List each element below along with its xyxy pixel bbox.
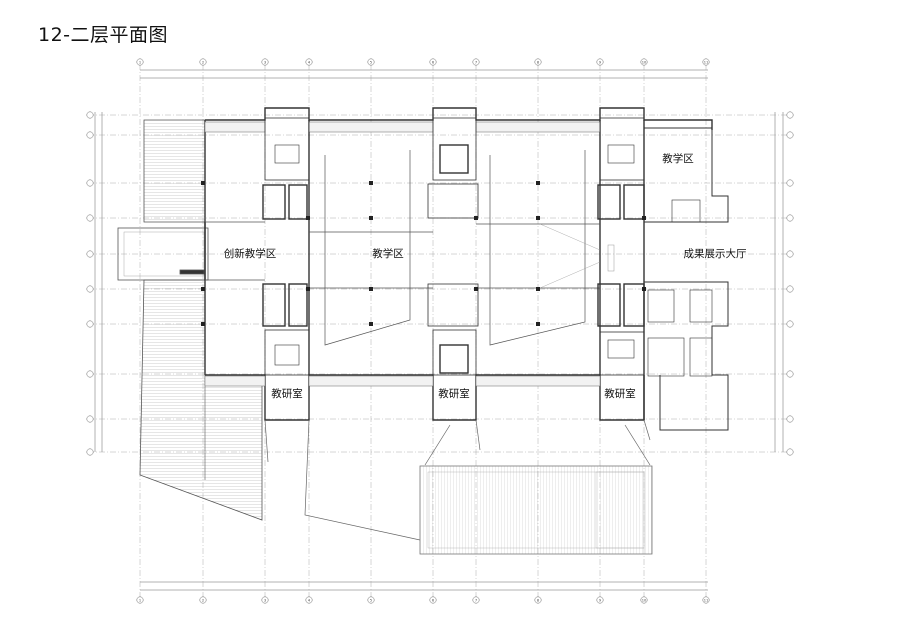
- grid-label-column: 11: [704, 61, 709, 65]
- grid-label-column: 8: [537, 61, 540, 65]
- room-label-innovation-teaching: 创新教学区: [224, 247, 277, 260]
- grid-label-column: 1: [139, 599, 141, 603]
- grid-label-column: 10: [642, 61, 647, 65]
- grid-bubbles-bottom: [136, 596, 710, 604]
- grid-label-column: 3: [264, 61, 266, 65]
- west-terrace: [139, 119, 263, 521]
- grid-label-column: 6: [432, 61, 435, 65]
- grid-label-column: 9: [599, 599, 602, 603]
- grid-label-column: 1: [139, 61, 141, 65]
- grid-label-column: 10: [642, 599, 647, 603]
- core-east: [597, 117, 645, 376]
- room-label-exhibition-hall: 成果展示大厅: [684, 247, 747, 260]
- grid-label-column: 2: [202, 599, 204, 603]
- grid-label-column: 4: [308, 599, 311, 603]
- grid-label-column: 8: [537, 599, 540, 603]
- dimension-lines: [94, 69, 784, 591]
- core-west: [262, 117, 310, 376]
- room-label-research-middle: 教研室: [438, 387, 470, 400]
- room-label-teaching-center: 教学区: [372, 247, 404, 260]
- room-label-research-east: 教研室: [604, 387, 636, 400]
- grid-label-column: 6: [432, 599, 435, 603]
- drawing-title: 12-二层平面图: [38, 24, 169, 46]
- grid-label-column: 9: [599, 61, 602, 65]
- grid-label-column: 7: [475, 61, 477, 65]
- grid-bubbles-right: [786, 111, 794, 456]
- grid-bubbles-left: [86, 111, 94, 456]
- grid-bubbles-top: [136, 58, 710, 66]
- east-wing: [607, 127, 729, 431]
- grid-label-column: 2: [202, 61, 204, 65]
- south-canopies: [264, 419, 651, 541]
- glass-atrium: [419, 465, 653, 555]
- grid-label-column: 4: [308, 61, 311, 65]
- west-bridge: [117, 227, 209, 281]
- grid-label-column: 5: [370, 61, 372, 65]
- grid-label-column: 3: [264, 599, 266, 603]
- room-label-research-west: 教研室: [271, 387, 303, 400]
- grid-label-column: 7: [475, 599, 477, 603]
- structural-columns: [201, 181, 646, 326]
- grid-label-column: 11: [704, 599, 709, 603]
- room-label-teaching-east: 教学区: [662, 152, 694, 165]
- core-middle: [427, 117, 479, 376]
- row-grid-lines: [88, 114, 790, 453]
- grid-label-column: 5: [370, 599, 372, 603]
